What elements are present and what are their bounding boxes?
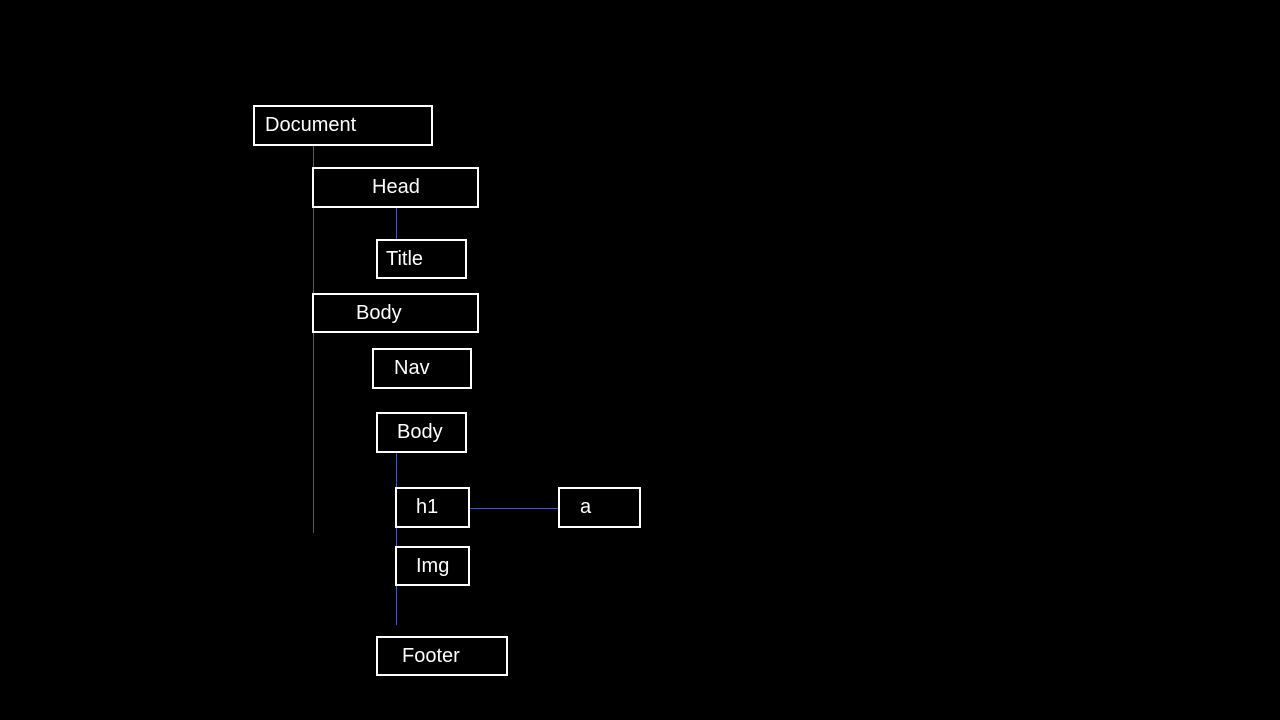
node-a: a (558, 487, 641, 528)
node-body: Body (312, 293, 479, 333)
node-document: Document (253, 105, 433, 146)
node-nav: Nav (372, 348, 472, 389)
connector-document-trunk (313, 145, 314, 533)
node-footer: Footer (376, 636, 508, 676)
node-title: Title (376, 239, 467, 279)
node-inner-body: Body (376, 412, 467, 453)
node-img: Img (395, 546, 470, 586)
connector-inner-body-trunk (396, 452, 397, 625)
connector-h1-a (469, 508, 559, 509)
node-h1: h1 (395, 487, 470, 528)
connector-head-title (396, 207, 397, 240)
node-head: Head (312, 167, 479, 208)
